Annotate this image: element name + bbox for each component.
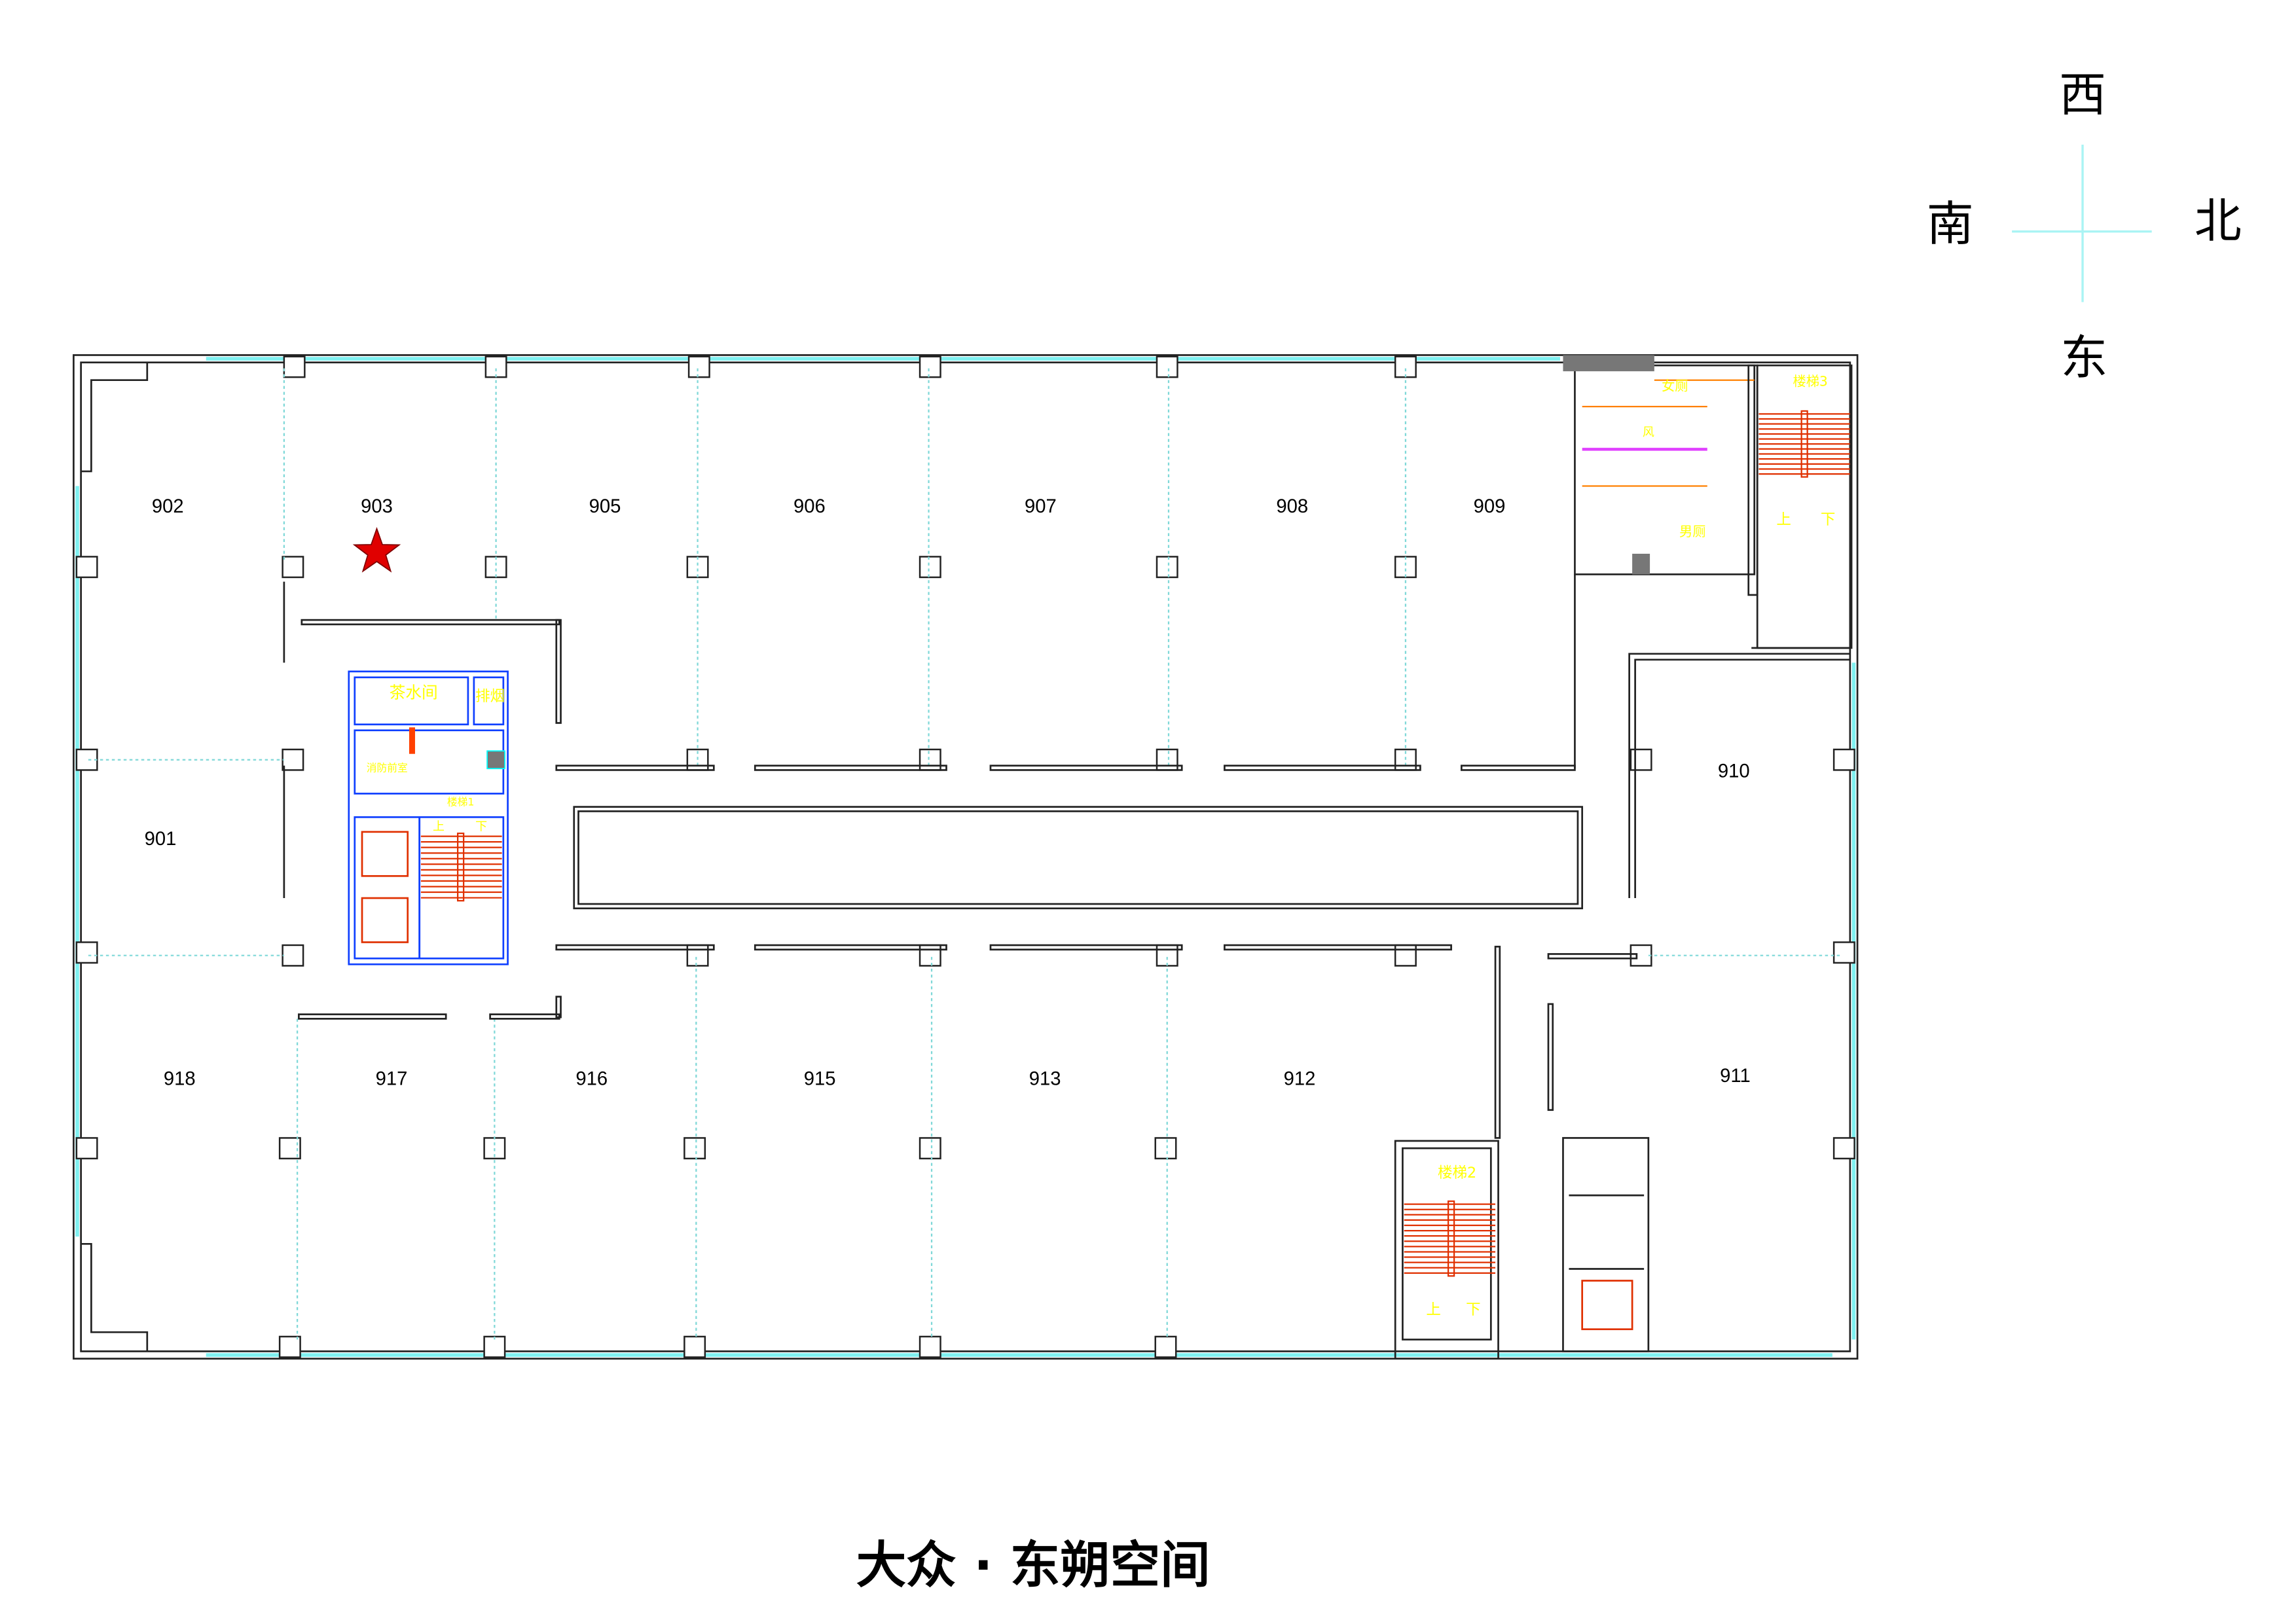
room-902[interactable]: 902 <box>152 496 184 517</box>
column <box>683 1335 706 1358</box>
column <box>919 1137 941 1160</box>
column <box>686 944 709 967</box>
stair-handrail <box>1800 410 1808 478</box>
room-905[interactable]: 905 <box>589 496 621 517</box>
column <box>1154 1335 1177 1358</box>
mens-toilet-label: 男厕 <box>1679 524 1705 539</box>
room-901[interactable]: 901 <box>145 829 177 850</box>
room-907[interactable]: 907 <box>1025 496 1057 517</box>
column <box>1154 1137 1177 1160</box>
plan-title: 大众 · 东朔空间 <box>856 1536 1211 1595</box>
column <box>484 355 507 378</box>
column <box>75 1137 98 1160</box>
room-918[interactable]: 918 <box>164 1069 196 1090</box>
room-910[interactable]: 910 <box>1718 761 1750 782</box>
compass-west: 西 <box>2059 67 2106 122</box>
toilets-stair3: 女厕 男厕 风 楼梯3 上 下 <box>1563 355 1853 649</box>
vent-label: 风 <box>1643 425 1654 439</box>
compass-east: 东 <box>2060 331 2107 386</box>
column <box>1832 748 1855 771</box>
room-913[interactable]: 913 <box>1029 1069 1061 1090</box>
column <box>919 355 941 378</box>
column <box>687 355 710 378</box>
star-icon <box>352 527 401 573</box>
column <box>1394 556 1417 579</box>
tea-room-label: 茶水间 <box>390 683 438 702</box>
womens-toilet-label: 女厕 <box>1662 378 1688 393</box>
fire-lobby-label: 消防前室 <box>367 762 408 774</box>
column <box>75 556 98 579</box>
column <box>686 556 709 579</box>
column <box>1156 556 1178 579</box>
room-903[interactable]: 903 <box>361 496 393 517</box>
column <box>1630 748 1652 771</box>
room-906[interactable]: 906 <box>793 496 826 517</box>
stair3-up-label: 上 <box>1776 511 1791 528</box>
room-911[interactable]: 911 <box>1720 1066 1751 1087</box>
column <box>919 944 941 967</box>
column <box>75 748 98 771</box>
column <box>483 1335 506 1358</box>
room-908[interactable]: 908 <box>1276 496 1308 517</box>
column <box>919 1335 941 1358</box>
column <box>1156 355 1178 378</box>
compass-north: 北 <box>2195 194 2242 249</box>
room-917[interactable]: 917 <box>376 1069 408 1090</box>
stair2-elevator: 楼梯2 上 下 <box>1394 1137 1650 1360</box>
column <box>919 748 941 771</box>
column <box>282 748 304 771</box>
column <box>283 355 306 378</box>
column <box>75 941 98 964</box>
column <box>282 944 304 967</box>
columns <box>75 355 1855 1358</box>
room-909[interactable]: 909 <box>1474 496 1506 517</box>
stair2-down-label: 下 <box>1466 1301 1480 1318</box>
column <box>1394 944 1417 967</box>
stair2-label: 楼梯2 <box>1438 1164 1476 1182</box>
stair-handrail <box>1447 1200 1455 1277</box>
compass-south: 南 <box>1927 196 1974 251</box>
room-labels: 902 903 905 906 907 908 909 901 910 911 … <box>145 496 1751 1090</box>
stair1-label: 楼梯1 <box>447 795 474 808</box>
column <box>1156 944 1178 967</box>
column <box>282 556 304 579</box>
stair3-label: 楼梯3 <box>1793 374 1827 389</box>
room-912[interactable]: 912 <box>1284 1069 1316 1090</box>
column <box>1832 941 1855 964</box>
core-stair1-elevators: 茶水间 排烟 消防前室 楼梯1 上 下 <box>348 670 509 965</box>
room-915[interactable]: 915 <box>804 1069 836 1090</box>
column <box>919 556 941 579</box>
smoke-exhaust-label: 排烟 <box>475 688 505 705</box>
partitions <box>88 368 1850 1340</box>
compass: 西 南 北 东 <box>1927 67 2242 385</box>
stair3-down-label: 下 <box>1821 511 1835 528</box>
column <box>1832 1137 1855 1160</box>
column <box>683 1137 706 1160</box>
room-916[interactable]: 916 <box>575 1069 608 1090</box>
column <box>484 556 507 579</box>
stair1-down-label: 下 <box>475 820 487 834</box>
column <box>1394 355 1417 378</box>
outer-walls <box>73 354 1859 1360</box>
stair2-up-label: 上 <box>1426 1301 1440 1318</box>
stair-handrail <box>457 832 465 902</box>
column <box>278 1335 301 1358</box>
column <box>1630 944 1652 967</box>
stair1-up-label: 上 <box>433 820 445 834</box>
column <box>1156 748 1178 771</box>
